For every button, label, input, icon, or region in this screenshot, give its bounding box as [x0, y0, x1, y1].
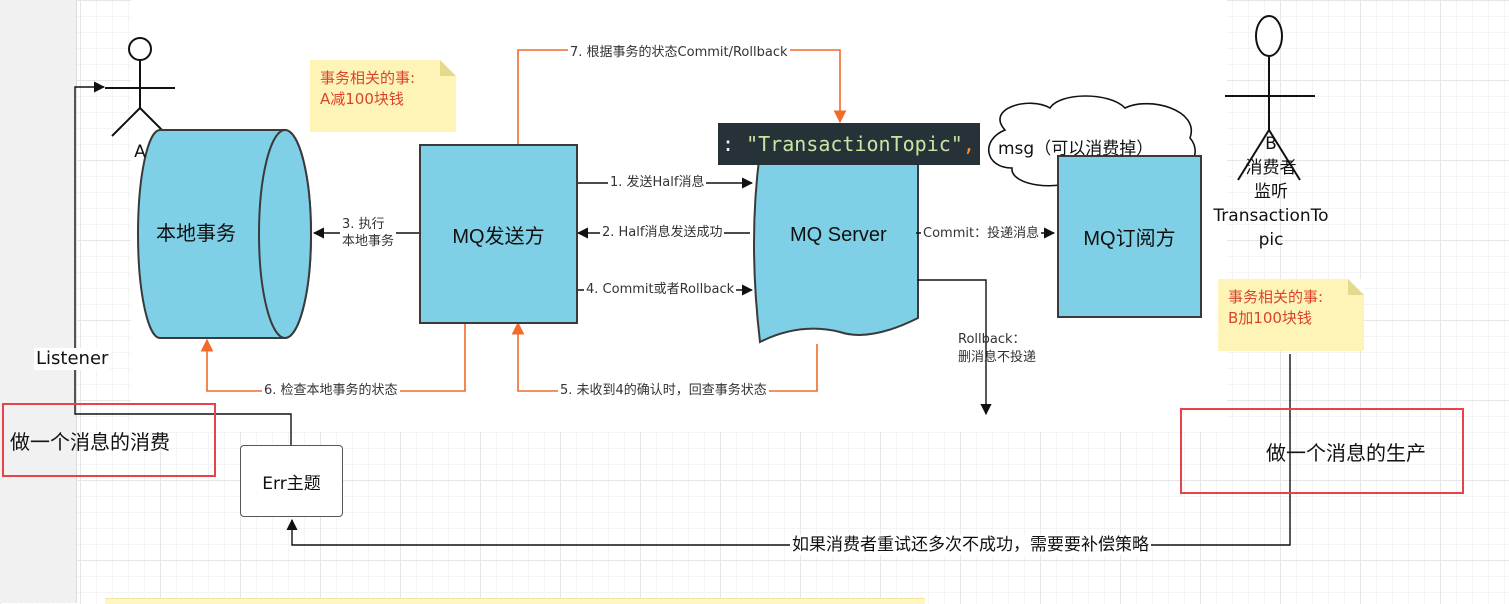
highlight-consume-label: 做一个消息的消费: [10, 430, 170, 454]
note-left-fold: [440, 60, 456, 76]
highlight-consume[interactable]: 做一个消息的消费: [2, 403, 216, 477]
actor-b-line-4: TransactionTo: [1213, 206, 1329, 226]
mq-producer-label: MQ发送方: [452, 225, 545, 248]
edge-label-rollback-line1: Rollback：: [958, 332, 1026, 347]
actor-b-line-5: pic: [1258, 230, 1284, 250]
arrow-rollback: [917, 279, 992, 416]
edge-label-commit: Commit：投递消息: [921, 226, 1042, 242]
edge-label-step3-line1: 3. 执行: [342, 217, 385, 232]
actor-a-label: A: [134, 142, 146, 162]
actor-b-line-3: 监听: [1254, 182, 1288, 202]
mq-subscriber-box[interactable]: MQ订阅方: [1057, 155, 1202, 318]
edge-label-compensate: 如果消费者重试还多次不成功，需要要补偿策略: [790, 535, 1151, 555]
edge-label-rollback-line2: 删消息不投递: [958, 350, 1037, 365]
actor-b-label: B 消费者 监听 TransactionTo pic: [1196, 132, 1346, 252]
listener-label: Listener: [34, 348, 111, 370]
err-topic-box[interactable]: Err主题: [240, 445, 343, 517]
code-topic-string: "TransactionTopic": [746, 132, 963, 156]
note-left: 事务相关的事: A减100块钱: [310, 60, 456, 132]
code-comma: ,: [962, 132, 975, 156]
edge-label-step2: 2. Half消息发送成功: [600, 225, 725, 241]
edge-label-step3: 3. 执行 本地事务: [340, 216, 397, 250]
bottom-note-edge: [105, 598, 925, 604]
mq-producer-box[interactable]: MQ发送方: [419, 144, 578, 324]
mq-server-label: MQ Server: [790, 224, 887, 246]
note-right-line1: 事务相关的事:: [1228, 288, 1324, 306]
mq-subscriber-label: MQ订阅方: [1083, 228, 1176, 250]
edge-label-step4: 4. Commit或者Rollback: [584, 282, 737, 298]
listener-line: [74, 81, 292, 445]
edge-label-step6: 6. 检查本地事务的状态: [262, 383, 400, 399]
note-right-line2: B加100块钱: [1228, 309, 1312, 327]
edge-label-rollback: Rollback： 删消息不投递: [958, 331, 1036, 367]
code-prefix: :: [722, 132, 747, 156]
canvas-left-gutter: [0, 0, 77, 603]
note-right: 事务相关的事: B加100块钱: [1218, 279, 1364, 351]
edge-label-step7: 7. 根据事务的状态Commit/Rollback: [568, 45, 790, 61]
note-right-fold: [1348, 279, 1364, 295]
local-transaction-cylinder: [137, 129, 312, 339]
actor-a-icon: [105, 37, 175, 137]
local-transaction-label: 本地事务: [156, 223, 236, 245]
err-topic-label: Err主题: [262, 473, 321, 494]
edge-label-step1: 1. 发送Half消息: [608, 175, 707, 191]
note-left-line1: 事务相关的事:: [320, 69, 416, 87]
code-snippet: : "TransactionTopic",: [718, 123, 980, 165]
actor-b-icon: [1225, 15, 1315, 181]
edge-label-step3-line2: 本地事务: [342, 234, 395, 249]
highlight-produce-label: 做一个消息的生产: [1266, 441, 1426, 465]
actor-b-line-1: B: [1265, 134, 1277, 154]
compensate-line: [286, 354, 1291, 546]
highlight-produce[interactable]: 做一个消息的生产: [1180, 408, 1464, 494]
note-left-line2: A减100块钱: [320, 90, 404, 108]
actor-b-line-2: 消费者: [1245, 158, 1297, 178]
cloud-label: msg（可以消费掉）: [998, 139, 1154, 159]
edge-label-step5: 5. 未收到4的确认时，回查事务状态: [558, 383, 769, 399]
